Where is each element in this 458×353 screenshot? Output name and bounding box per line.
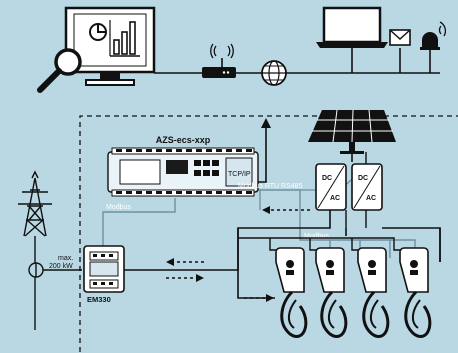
ev-charger-1 xyxy=(275,247,308,338)
tcpip-label: TCP/IP xyxy=(228,171,251,178)
flow-arrow-chargers-head xyxy=(266,294,274,302)
alarm-bell-icon xyxy=(420,21,447,50)
envelope-icon xyxy=(389,29,411,46)
ev-charger-3 xyxy=(357,247,390,338)
ev-charger-4 xyxy=(399,247,432,338)
magnifier-icon xyxy=(37,48,82,93)
inverter-flow-arrowhead xyxy=(262,206,270,214)
grid-limit-line2: 200 kW xyxy=(49,263,73,270)
grid-limit-line1: max. xyxy=(58,255,73,262)
inverter-2: DC AC xyxy=(351,163,383,211)
tcpip-arrowhead xyxy=(261,118,271,128)
inverter-1-dc: DC xyxy=(322,175,332,182)
controller-label: AZS-ecs-xxp xyxy=(156,135,211,145)
charger-power-feeds xyxy=(238,237,400,251)
ev-charger-2 xyxy=(315,247,348,338)
modbus-rtu-line xyxy=(205,189,416,258)
modbus-left-label: Modbus xyxy=(106,204,131,211)
globe-icon xyxy=(261,60,287,86)
monitor-dashboard-icon xyxy=(64,6,156,86)
meter-label: EM330 xyxy=(87,295,111,304)
router-icon xyxy=(202,43,236,78)
inverter-1: DC AC xyxy=(315,163,347,211)
modbus-rtu-label: Modbus RTU RS485 xyxy=(238,183,303,190)
flow-arrow-right-head xyxy=(196,274,204,282)
grid-meter-symbol xyxy=(28,262,44,278)
laptop-icon xyxy=(316,6,388,48)
modbus-right-label: Modbus xyxy=(304,233,329,240)
inverter-2-dc: DC xyxy=(358,175,368,182)
power-pylon-icon xyxy=(18,170,52,237)
solar-panel-icon xyxy=(308,109,396,154)
inverter-1-ac: AC xyxy=(330,195,340,202)
modbus-meter-line xyxy=(102,198,176,246)
flow-arrow-left-head xyxy=(166,258,174,266)
controller-device xyxy=(107,147,259,197)
inverter-2-ac: AC xyxy=(366,195,376,202)
energy-meter-device xyxy=(83,245,125,293)
